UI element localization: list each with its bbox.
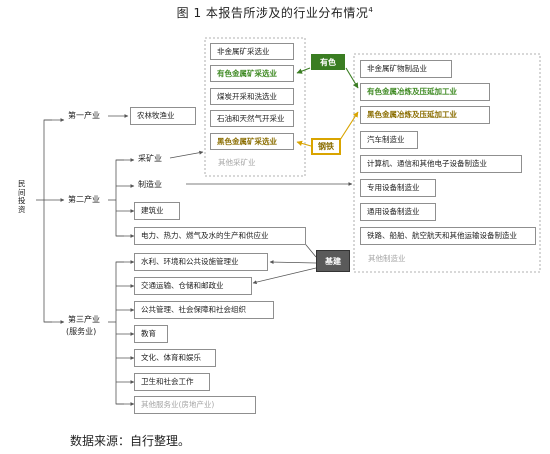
tertiary-item-water-environment: 水利、环境和公共设施管理业 [134, 253, 268, 271]
manufacturing-group-frame [353, 53, 541, 273]
construction-label: 建筑业 [141, 206, 164, 216]
tag-steel: 钢铁 [311, 138, 341, 155]
sector-primary: 第一产业 [68, 111, 100, 120]
mining-item-other: 其他采矿业 [218, 158, 256, 167]
construction-box: 建筑业 [134, 202, 180, 220]
figure-title: 图 1 本报告所涉及的行业分布情况4 [0, 4, 550, 21]
figure-title-footnote: 4 [368, 6, 374, 14]
mfg-item-auto: 汽车制造业 [360, 131, 418, 149]
mining-item-oil-gas: 石油和天然气开采业 [210, 110, 294, 127]
mfg-item-electronics: 计算机、通信和其他电子设备制造业 [360, 155, 522, 173]
tertiary-item-public-admin: 公共管理、社会保障和社会组织 [134, 301, 274, 319]
mfg-item-nonferrous-smelting: 有色金属冶炼及压延加工业 [360, 83, 490, 101]
manufacturing-label: 制造业 [138, 180, 162, 189]
tertiary-brace [115, 261, 124, 405]
tertiary-item-education: 教育 [134, 325, 168, 343]
mfg-item-general-equipment: 通用设备制造业 [360, 203, 436, 221]
tertiary-item-culture: 文化、体育和娱乐 [134, 349, 216, 367]
sector-tertiary-subtitle: (服务业) [66, 327, 97, 336]
tag-infrastructure: 基建 [316, 250, 350, 272]
secondary-brace [115, 159, 124, 237]
sector-tertiary: 第三产业 [68, 315, 100, 324]
mfg-item-special-equipment: 专用设备制造业 [360, 179, 436, 197]
mfg-item-nonmetal-products: 非金属矿物制品业 [360, 60, 452, 78]
tertiary-item-transport: 交通运输、仓储和邮政业 [134, 277, 252, 295]
mfg-item-ferrous-smelting: 黑色金属冶炼及压延加工业 [360, 106, 490, 124]
root-label: 民间投资 [18, 179, 26, 214]
mining-group-frame [204, 37, 306, 177]
mfg-item-other: 其他制造业 [368, 254, 406, 263]
tertiary-item-health: 卫生和社会工作 [134, 373, 210, 391]
utilities-label: 电力、热力、燃气及水的生产和供应业 [141, 231, 269, 241]
figure-title-text: 图 1 本报告所涉及的行业分布情况 [176, 6, 369, 20]
mining-item-nonmetal: 非金属矿采选业 [210, 43, 294, 60]
sector-secondary: 第二产业 [68, 195, 100, 204]
mining-item-ferrous: 黑色金属矿采选业 [210, 133, 294, 150]
tertiary-item-other-services: 其他服务业(房地产业) [134, 396, 256, 414]
mfg-item-transport-equipment: 铁路、船舶、航空航天和其他运输设备制造业 [360, 227, 536, 245]
tag-nonferrous: 有色 [311, 54, 345, 70]
source-note: 数据来源：自行整理。 [70, 434, 191, 448]
mining-item-coal: 煤炭开采和洗选业 [210, 88, 294, 105]
agriculture-box: 农林牧渔业 [130, 107, 196, 125]
utilities-box: 电力、热力、燃气及水的生产和供应业 [134, 227, 306, 245]
root-brace [43, 119, 52, 323]
mining-label: 采矿业 [138, 154, 162, 163]
mining-item-nonferrous: 有色金属矿采选业 [210, 65, 294, 82]
agriculture-label: 农林牧渔业 [137, 111, 175, 121]
